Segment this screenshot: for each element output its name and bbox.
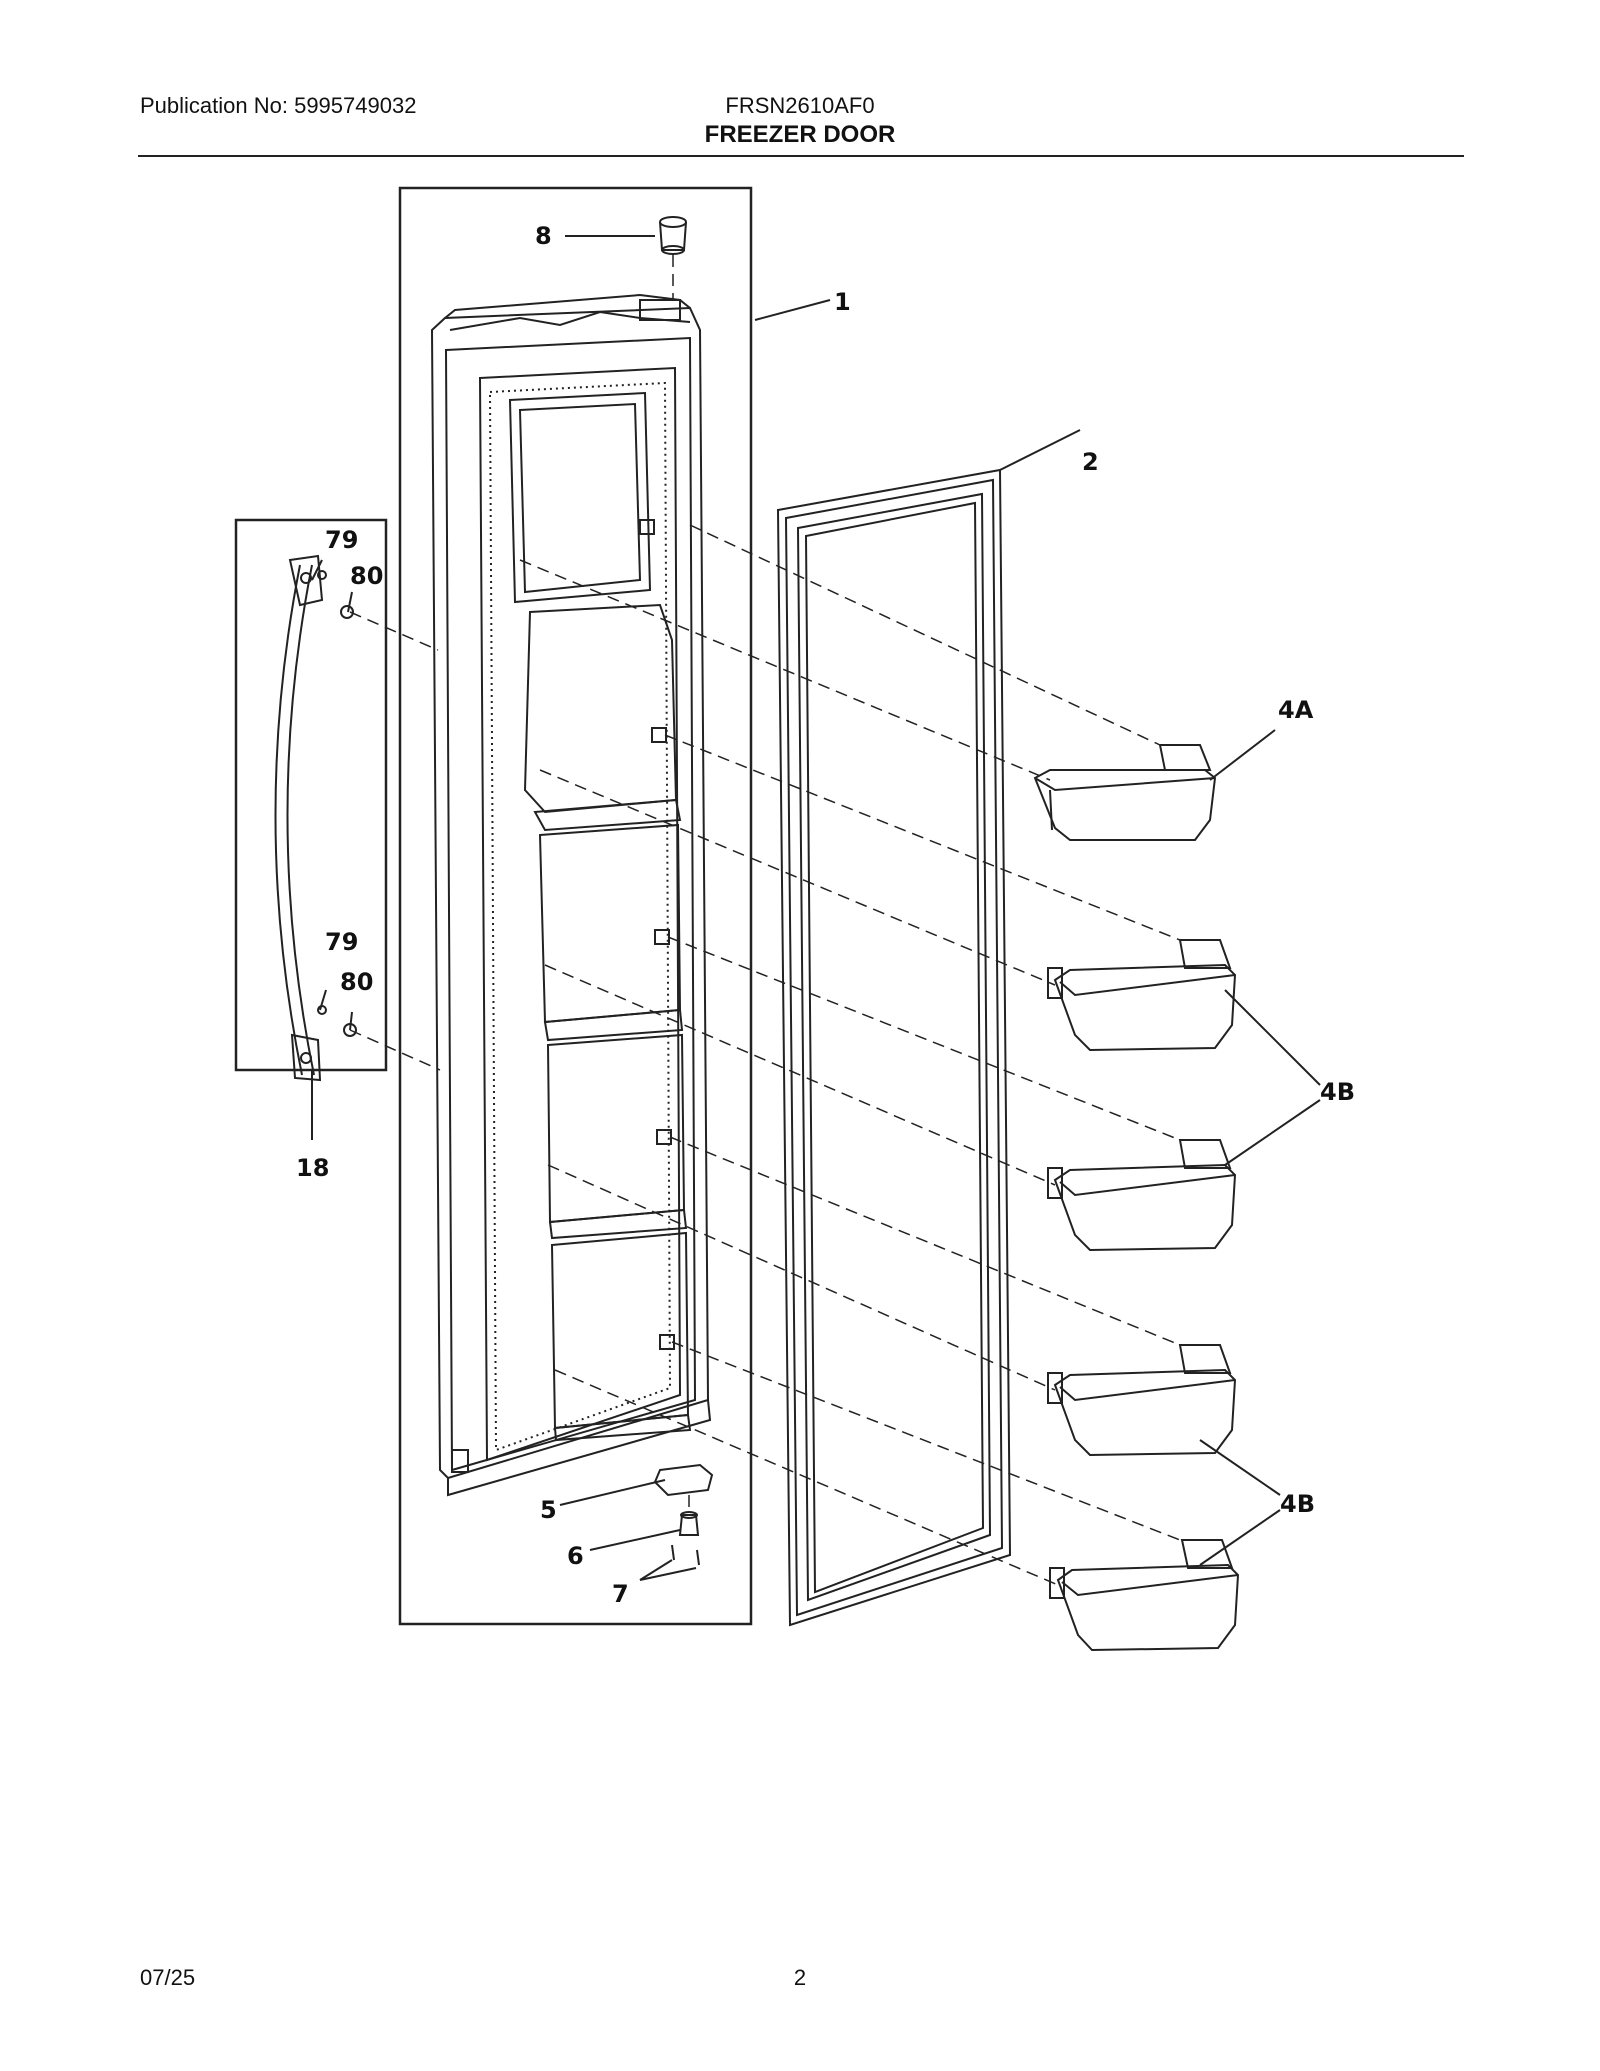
leader-lines xyxy=(311,235,1321,1581)
handle-screw-top xyxy=(317,570,327,580)
footer-date: 07/25 xyxy=(140,1965,196,1990)
door-bin-4a xyxy=(1033,744,1217,841)
page-title: FREEZER DOOR xyxy=(704,121,896,148)
callout-labels: 8 1 2 79 80 79 80 18 4A 4B 4B 5 6 7 xyxy=(296,222,1355,1608)
top-hinge-bushing xyxy=(659,216,687,255)
door-bin-4b-3 xyxy=(1047,1344,1237,1457)
door-assembly-frame xyxy=(398,186,753,1626)
model-number: FRSN2610AF0 xyxy=(725,93,875,118)
door-bin-4b-1 xyxy=(1047,939,1237,1052)
callout-79-bottom: 79 xyxy=(325,928,358,956)
page-number: 2 xyxy=(793,1965,807,1990)
door-handle xyxy=(274,554,324,1082)
handle-plug-top xyxy=(340,605,354,619)
handle-screw-bottom xyxy=(317,1005,327,1015)
callout-2: 2 xyxy=(1082,448,1099,476)
callout-79-top: 79 xyxy=(325,526,358,554)
callout-4a: 4A xyxy=(1278,696,1314,724)
callout-6: 6 xyxy=(567,1542,584,1570)
door-bin-4b-2 xyxy=(1047,1139,1237,1252)
callout-7: 7 xyxy=(612,1580,629,1608)
header-rule xyxy=(138,155,1464,157)
door-gasket xyxy=(776,468,1012,1627)
callout-80-top: 80 xyxy=(350,562,383,590)
callout-18: 18 xyxy=(296,1154,329,1182)
callout-4b-lower: 4B xyxy=(1280,1490,1315,1518)
door-liner xyxy=(430,293,712,1497)
door-bin-4b-4 xyxy=(1049,1539,1240,1652)
publication-number: Publication No: 5995749032 xyxy=(140,93,417,118)
alignment-lines xyxy=(349,255,1181,1586)
callout-8: 8 xyxy=(535,222,552,250)
callout-5: 5 xyxy=(540,1496,557,1524)
callout-1: 1 xyxy=(834,288,851,316)
callout-4b-upper: 4B xyxy=(1320,1078,1355,1106)
callout-80-bottom: 80 xyxy=(340,968,373,996)
